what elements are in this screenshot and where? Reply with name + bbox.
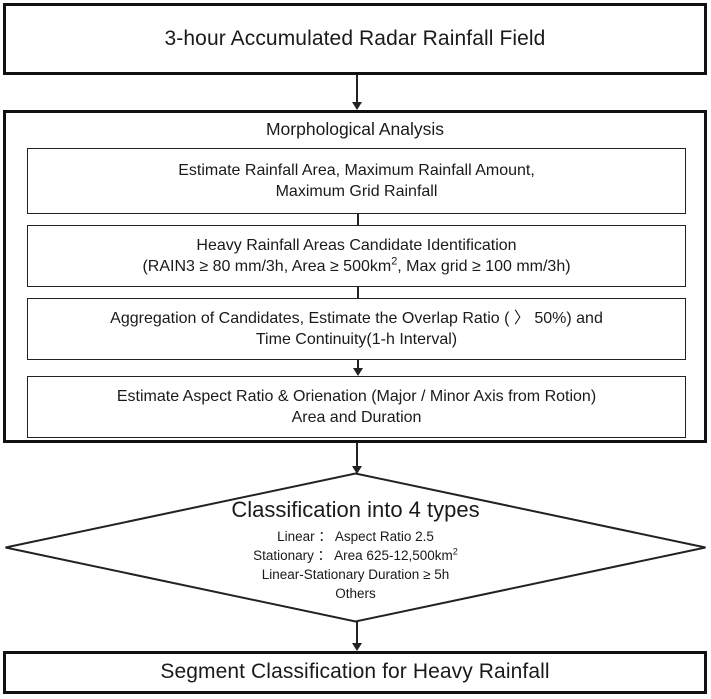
decision-node-text: Classification into 4 types Linear ： Asp… (4, 472, 707, 623)
start-node: 3-hour Accumulated Radar Rainfall Field (3, 3, 707, 75)
morph-step-1-text: Estimate Rainfall Area, Maximum Rainfall… (178, 160, 535, 202)
morph-step-2-line-2: (RAIN3 ≥ 80 mm/3h, Area ≥ 500km2, Max gr… (142, 255, 571, 275)
morph-step-2-text: Heavy Rainfall Areas Candidate Identific… (142, 235, 570, 277)
decision-criterion-4: Others (335, 586, 376, 602)
end-node: Segment Classification for Heavy Rainfal… (3, 651, 707, 694)
decision-criterion-1: Linear ： Aspect Ratio 2.5 (277, 528, 434, 544)
morph-step-2-line-2-post: , Max grid ≥ 100 mm/3h) (397, 258, 571, 275)
arrow-head-icon (351, 466, 362, 474)
decision-title: Classification into 4 types (231, 497, 480, 523)
morph-step-3-line-2: Time Continuity(1-h Interval) (255, 331, 458, 348)
decision-criterion-3: Linear-Stationary Duration ≥ 5h (261, 567, 450, 583)
end-node-label: Segment Classification for Heavy Rainfal… (160, 660, 550, 684)
morphological-analysis-title: Morphological Analysis (265, 119, 444, 139)
decision-criterion-2: Stationary ： Area 625-12,500km2 (253, 546, 458, 565)
morph-step-3-text: Aggregation of Candidates, Estimate the … (110, 308, 603, 350)
arrow-head-icon (351, 102, 362, 110)
morph-step-2-line-2-pre: (RAIN3 ≥ 80 mm/3h, Area ≥ 500km (142, 258, 392, 275)
start-node-label: 3-hour Accumulated Radar Rainfall Field (164, 26, 546, 50)
arrow-head-icon (352, 368, 363, 376)
diamond-shape-icon (5, 472, 706, 623)
morph-step-4-line-2: Area and Duration (291, 409, 422, 426)
connector-line (356, 443, 358, 466)
morph-step-4-text: Estimate Aspect Ratio & Orienation (Majo… (117, 386, 596, 428)
morph-step-1: Estimate Rainfall Area, Maximum Rainfall… (27, 148, 686, 214)
morph-step-1-line-2: Maximum Grid Rainfall (275, 183, 438, 200)
morph-step-1-line-1: Estimate Rainfall Area, Maximum Rainfall… (178, 161, 535, 179)
decision-node: Classification into 4 types Linear ： Asp… (4, 472, 707, 623)
decision-criterion-2-pre: Stationary ： Area 625-12,500km (253, 548, 453, 564)
morph-step-4: Estimate Aspect Ratio & Orienation (Majo… (27, 376, 686, 438)
connector-line (356, 622, 358, 643)
morph-step-2-superscript: 2 (391, 255, 398, 268)
morph-step-3-line-1: Aggregation of Candidates, Estimate the … (110, 309, 603, 327)
morphological-analysis-group: Morphological Analysis Estimate Rainfall… (3, 110, 707, 443)
arrow-head-icon (351, 643, 362, 651)
decision-criterion-2-superscript: 2 (452, 546, 458, 557)
connector-line (357, 360, 359, 368)
morph-step-2-line-1: Heavy Rainfall Areas Candidate Identific… (196, 236, 517, 254)
connector-line (356, 75, 358, 102)
connector-line (357, 214, 359, 225)
morph-step-4-line-1: Estimate Aspect Ratio & Orienation (Majo… (116, 387, 597, 405)
morph-step-2: Heavy Rainfall Areas Candidate Identific… (27, 225, 686, 287)
decision-criteria-list: Linear ： Aspect Ratio 2.5 Stationary ： A… (253, 527, 458, 604)
connector-line (357, 287, 359, 298)
morph-step-3: Aggregation of Candidates, Estimate the … (27, 298, 686, 360)
